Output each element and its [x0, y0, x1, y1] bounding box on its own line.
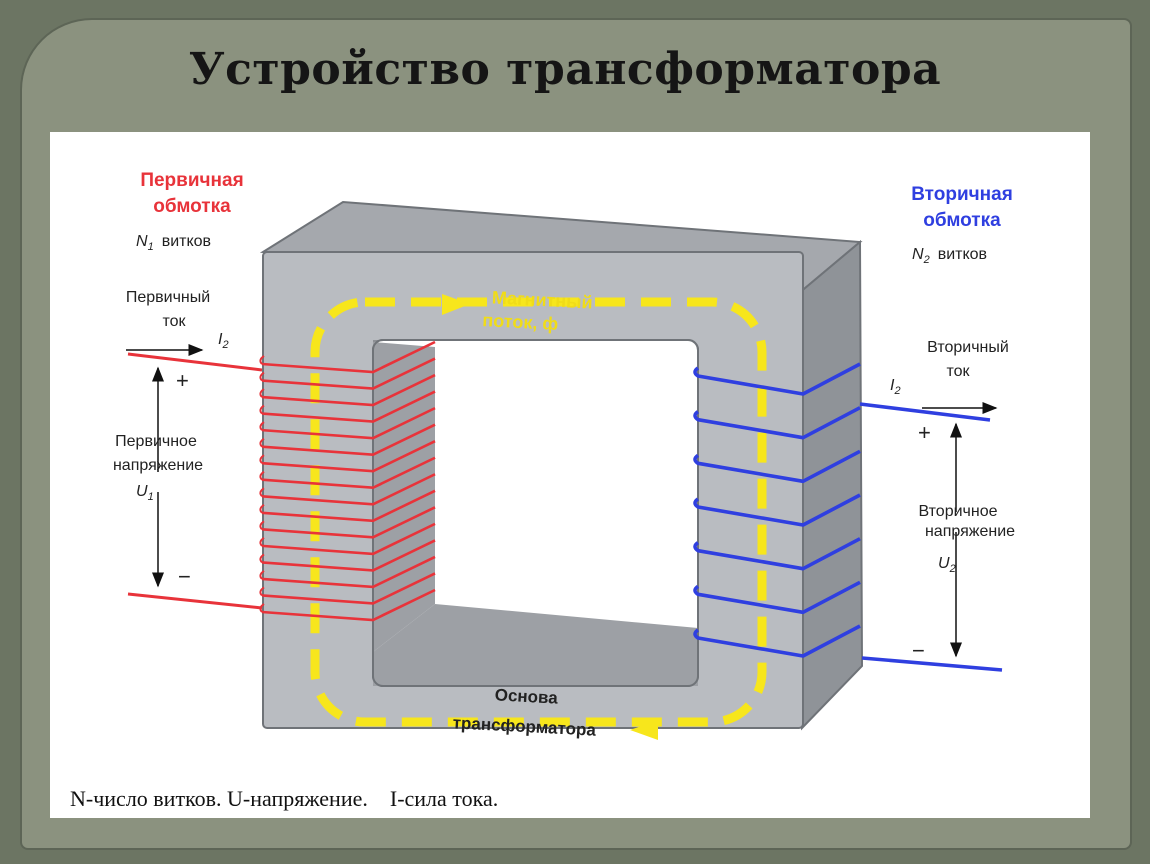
primary-coil-turn	[261, 423, 436, 456]
primary-coil-turn	[261, 555, 436, 589]
secondary-current-symbol: I2	[890, 377, 901, 397]
secondary-coil-turn	[693, 580, 861, 615]
primary-coil-turn	[261, 440, 436, 473]
primary-coil-turn	[261, 522, 436, 556]
secondary-voltage-label-1: Вторичное	[919, 503, 998, 520]
secondary-voltage-symbol: U2	[938, 555, 956, 575]
magnetic-flux-loop	[310, 294, 767, 740]
primary-coil-turn-edge	[259, 355, 265, 365]
primary-coil-turn-edge	[259, 454, 265, 464]
core-label-1: Основа	[494, 685, 558, 707]
secondary-winding-title-1: Вторичная	[911, 184, 1013, 205]
primary-coil-turn-edge	[259, 371, 265, 382]
secondary-lead-bottom	[861, 656, 1003, 672]
secondary-current-label-2: ток	[946, 363, 970, 380]
primary-coil-turn	[261, 456, 436, 490]
primary-coil-turn	[261, 473, 436, 506]
primary-coil-turn	[261, 406, 436, 440]
slide-title: Устройство трансформатора	[188, 44, 942, 95]
primary-coil-turn-edge	[259, 586, 265, 597]
primary-plus-sign: +	[176, 368, 189, 393]
figure-caption: N-число витков. U-напряжение. I-сила ток…	[70, 786, 499, 811]
secondary-coil-turn	[693, 537, 861, 571]
primary-voltage-label-1: Первичное	[115, 433, 197, 450]
flux-arrow-top	[442, 294, 470, 315]
flux-label-2: поток, ф	[482, 310, 559, 334]
flux-arrow-bottom	[630, 720, 658, 740]
primary-coil-turn-edge	[259, 404, 265, 415]
core-window-inner-bottom	[373, 604, 698, 686]
primary-coil-turn-edge	[259, 421, 265, 431]
primary-coil-turn	[261, 506, 436, 539]
primary-coil-turn	[261, 357, 436, 390]
primary-minus-sign: −	[178, 564, 191, 589]
secondary-minus-sign: −	[912, 638, 925, 663]
secondary-coil-turn	[693, 493, 861, 527]
primary-coil-turn	[261, 340, 436, 374]
primary-winding	[259, 340, 436, 622]
primary-coil-turn	[261, 572, 436, 605]
secondary-current-label-1: Вторичный	[927, 339, 1009, 356]
secondary-coil-turn	[693, 406, 861, 440]
primary-lead-top	[127, 352, 263, 372]
primary-coil-turn	[261, 539, 436, 572]
primary-coil-turn-edge	[259, 470, 265, 481]
primary-voltage-symbol: U1	[136, 483, 154, 503]
core-window-inner-left	[373, 342, 435, 652]
primary-coil-turn	[261, 588, 436, 622]
secondary-coil-turn	[693, 449, 861, 484]
primary-current-label-1: Первичный	[126, 289, 210, 306]
primary-winding-title-1: Первичная	[140, 170, 243, 191]
primary-coil-turn	[261, 373, 436, 407]
primary-coil-turn-edge	[259, 503, 265, 514]
primary-coil-turn-edge	[259, 388, 265, 398]
primary-lead-bottom	[127, 592, 263, 610]
primary-current-symbol: I2	[218, 331, 229, 351]
secondary-plus-sign: +	[918, 420, 931, 445]
primary-coil-turn-edge	[259, 437, 265, 448]
primary-coil-turn-edge	[259, 520, 265, 531]
primary-current-label-2: ток	[162, 313, 186, 330]
secondary-coil-turn	[693, 362, 861, 396]
primary-coil-turn-edge	[259, 487, 265, 497]
primary-coil-turn-edge	[259, 570, 265, 580]
flux-path	[310, 297, 767, 727]
primary-coil-turn-edge	[259, 537, 265, 547]
primary-voltage-label-2: напряжение	[113, 457, 203, 474]
primary-coil-turn-edge	[259, 553, 265, 564]
primary-winding-title-2: обмотка	[153, 196, 231, 217]
secondary-lead-top	[859, 402, 991, 422]
secondary-winding-title-2: обмотка	[923, 210, 1001, 231]
secondary-voltage-label-2: напряжение	[925, 523, 1015, 540]
secondary-coil-turn	[693, 624, 861, 658]
primary-coil-turn	[261, 390, 436, 423]
primary-coil-turn	[261, 489, 436, 523]
secondary-winding	[693, 362, 861, 658]
